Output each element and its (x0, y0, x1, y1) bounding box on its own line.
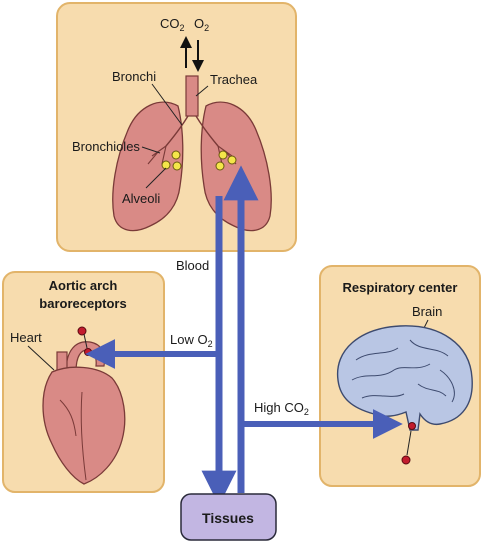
left-alveoli (161, 150, 182, 171)
heart-leader (27, 345, 55, 371)
alveoli-leader (145, 167, 167, 189)
respiratory-title: Respiratory center (343, 280, 458, 295)
tissues-box-bg (180, 493, 277, 541)
bronchioles-leader (141, 146, 161, 154)
right-bronchus (195, 115, 219, 147)
baroreceptor-dot (84, 348, 92, 356)
aortic-title-line1: Aortic arch (49, 278, 118, 293)
baroreceptor-signal-dot (77, 326, 87, 336)
heart-body (42, 366, 126, 485)
aortic-title-line2: baroreceptors (39, 296, 126, 311)
alveoli-label: Alveoli (122, 191, 160, 206)
respiratory-center-dot (408, 422, 416, 430)
brain-label: Brain (412, 304, 442, 319)
co2-signal-dot (401, 455, 411, 465)
left-bronchioles (147, 145, 167, 165)
respiratory-leader (406, 430, 412, 456)
low-o2-label: Low O2 (170, 332, 213, 349)
bronchi-label: Bronchi (112, 69, 156, 84)
trachea (185, 75, 199, 117)
high-co2-label: High CO2 (254, 400, 309, 417)
bronchi-leader (151, 83, 183, 126)
bronchioles-label: Bronchioles (72, 139, 140, 154)
tissues-box: Tissues (180, 493, 277, 541)
co2-label: CO2 (160, 16, 185, 33)
right-alveoli (215, 150, 237, 171)
tissues-label: Tissues (202, 510, 254, 526)
blood-label: Blood (176, 258, 209, 273)
blood-flow: Blood Low O2 High CO2 (85, 165, 403, 506)
trachea-leader (195, 85, 209, 97)
trachea-label: Trachea (210, 72, 258, 87)
heart-label: Heart (10, 330, 42, 345)
left-lung (112, 101, 184, 232)
aortic-panel: Aortic arch baroreceptors Heart (2, 271, 165, 493)
lungs-panel: CO2 O2 Bronchi Trachea Bronchioles (56, 2, 297, 252)
o2-label: O2 (194, 16, 209, 33)
brain-folds (351, 339, 455, 403)
respiratory-panel: Respiratory center Brain (319, 265, 481, 487)
heart-detail (59, 391, 87, 481)
left-bronchus (165, 115, 189, 147)
